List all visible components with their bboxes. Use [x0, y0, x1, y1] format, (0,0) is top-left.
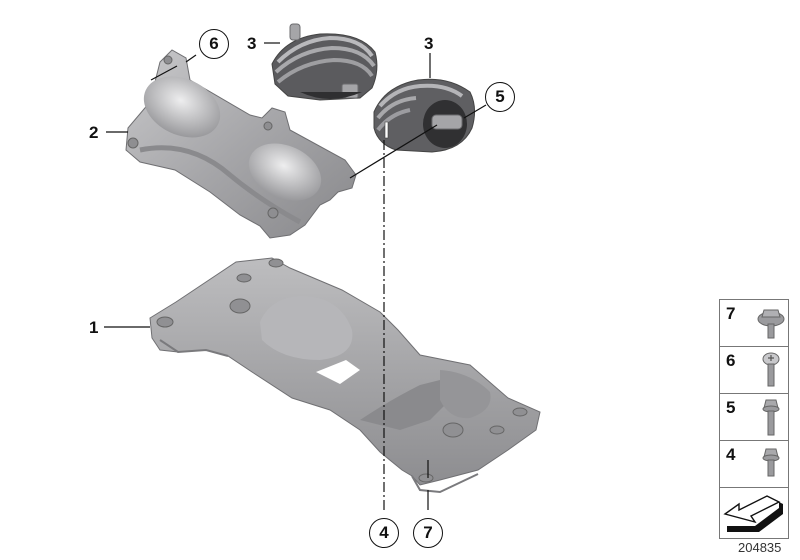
transmission-mount-rubber-right[interactable]	[373, 78, 476, 153]
diagram-number: 204835	[738, 540, 782, 555]
legend-item-4[interactable]: 4	[720, 441, 788, 488]
leader-lines	[104, 42, 487, 510]
callout-1[interactable]: 1	[89, 318, 99, 337]
callout-5-circle[interactable]: 5	[485, 82, 515, 112]
legend-label: 7	[726, 304, 736, 323]
legend-item-7[interactable]: 7	[720, 300, 788, 347]
legend-item-6[interactable]: 6	[720, 347, 788, 394]
callout-7-circle[interactable]: 7	[413, 518, 443, 548]
legend-label: 5	[726, 398, 736, 417]
callout-6-circle[interactable]: 6	[199, 29, 229, 59]
transmission-mount-bracket[interactable]	[125, 49, 357, 239]
legend-label: 6	[726, 351, 736, 370]
legend-label: 4	[726, 445, 736, 464]
callout-4-circle[interactable]: 4	[369, 518, 399, 548]
direction-arrow-icon	[723, 495, 783, 532]
fastener-legend: 7 6 5 4	[719, 299, 789, 539]
hex-flange-bolt-short-icon	[762, 448, 780, 477]
legend-item-5[interactable]: 5	[720, 394, 788, 441]
callout-2[interactable]: 2	[89, 123, 99, 142]
transmission-crossmember[interactable]	[149, 257, 541, 494]
legend-item-direction	[720, 488, 788, 538]
pan-head-screw-icon	[762, 352, 780, 387]
callout-3-left[interactable]: 3	[247, 34, 257, 53]
hex-flange-bolt-long-icon	[762, 399, 780, 436]
transmission-mount-rubber-left[interactable]	[271, 23, 378, 101]
callout-3-right[interactable]: 3	[424, 34, 434, 53]
hex-collar-bolt-icon	[757, 309, 785, 339]
